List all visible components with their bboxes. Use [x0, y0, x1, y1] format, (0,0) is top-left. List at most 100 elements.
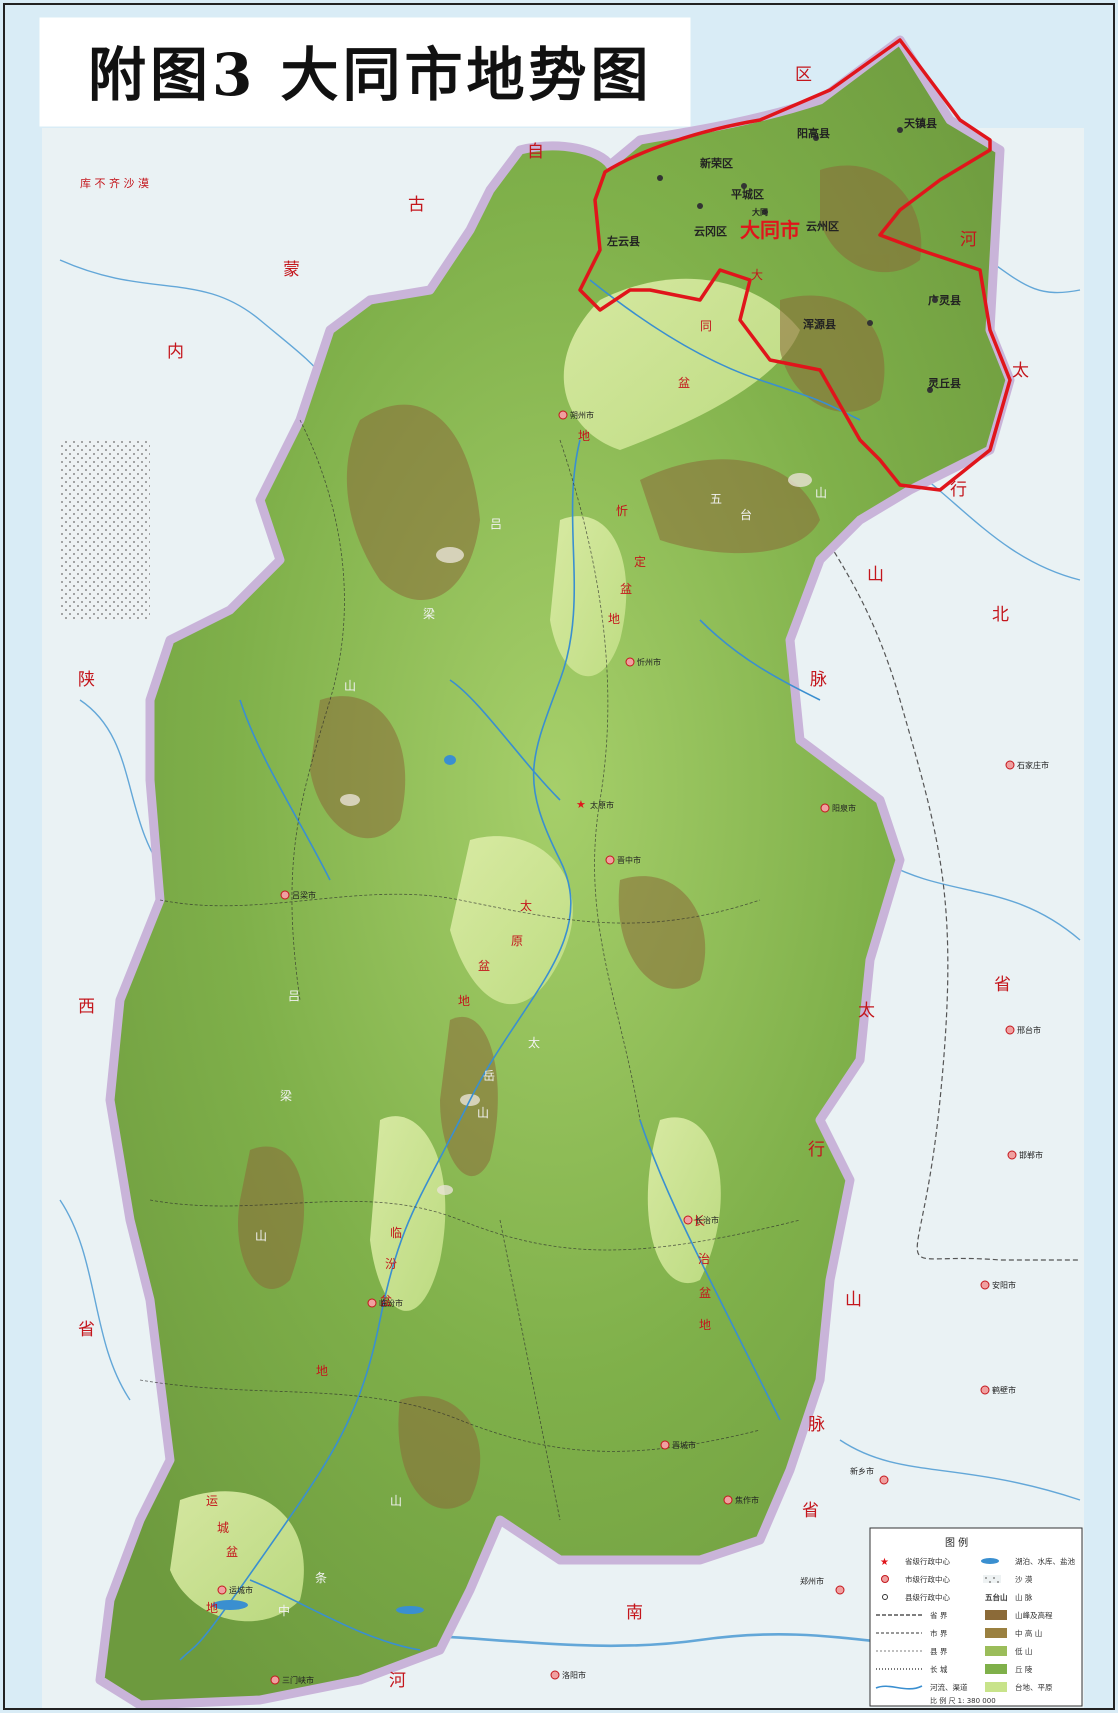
svg-text:阳泉市: 阳泉市	[832, 803, 856, 813]
terrain-label: 太	[528, 1035, 540, 1050]
city-marker[interactable]: 三门峡市	[270, 1675, 314, 1685]
basins	[170, 278, 800, 1622]
county-seat-dots	[657, 127, 938, 393]
city-marker[interactable]: 郑州市	[800, 1576, 845, 1595]
region-label: 北	[992, 605, 1009, 625]
city-marker[interactable]: 石家庄市	[1005, 760, 1049, 770]
svg-text:★: ★	[576, 798, 586, 811]
region-label: 古	[408, 195, 425, 215]
city-marker[interactable]: 忻州市	[625, 657, 661, 667]
terrain-label: 原	[511, 934, 523, 948]
terrain-label: 长	[693, 1214, 705, 1228]
city-marker[interactable]: 鹤壁市	[980, 1385, 1016, 1395]
lakes	[212, 755, 456, 1614]
terrain-label: 山	[344, 679, 356, 693]
legend-left-4: 市 界	[930, 1628, 948, 1638]
city-marker[interactable]: 长治市	[683, 1215, 719, 1225]
county-label: 阳高县	[797, 126, 830, 140]
legend-left-1: 市级行政中心	[905, 1574, 950, 1584]
datong-highlight-border[interactable]	[578, 38, 1012, 492]
terrain-label: 梁	[423, 606, 435, 621]
terrain-label: 吕	[490, 517, 502, 531]
city-marker[interactable]: 邢台市	[1005, 1025, 1041, 1035]
svg-text:邯郸市: 邯郸市	[1019, 1150, 1043, 1160]
svg-text:三门峡市: 三门峡市	[282, 1675, 314, 1685]
city-marker[interactable]: 朔州市	[558, 410, 594, 420]
region-label: 太	[858, 1001, 875, 1021]
terrain-label: 运	[206, 1494, 218, 1508]
terrain-label: 五	[710, 492, 722, 506]
map-title: 附图3 大同市地势图	[88, 41, 653, 109]
city-marker[interactable]: 邯郸市	[1007, 1150, 1043, 1160]
svg-text:晋中市: 晋中市	[617, 855, 641, 865]
region-label: 脉	[808, 1415, 825, 1435]
city-marker[interactable]: 阳泉市	[820, 803, 856, 813]
legend-right-1: 沙 漠	[1015, 1574, 1033, 1584]
terrain-label: 太	[520, 898, 532, 913]
svg-text:吕梁市: 吕梁市	[292, 890, 316, 900]
region-label: 山	[867, 565, 884, 585]
legend-right-6: 丘 陵	[1015, 1665, 1033, 1674]
terrain-label: 山	[477, 1106, 489, 1120]
city-marker[interactable]: 晋中市	[605, 855, 641, 865]
legend-right-2: 山 脉	[1015, 1592, 1033, 1602]
region-label: 西	[78, 997, 95, 1017]
terrain-label: 忻	[616, 504, 628, 518]
city-marker[interactable]: 安阳市	[980, 1280, 1016, 1290]
terrain-label: 大	[751, 268, 763, 282]
county-label: 云州区	[806, 220, 839, 233]
svg-text:长治市: 长治市	[695, 1215, 719, 1225]
svg-text:晋城市: 晋城市	[672, 1440, 696, 1450]
legend-peak-label: 五台山	[985, 1592, 1008, 1602]
svg-text:安阳市: 安阳市	[992, 1280, 1016, 1290]
legend-left-6: 长 城	[930, 1664, 948, 1674]
terrain-label: 地	[608, 612, 620, 626]
county-label: 灵丘县	[928, 377, 961, 390]
region-label: 自	[527, 142, 544, 162]
region-label: 省	[78, 1320, 95, 1340]
legend-symbols: ★	[875, 1557, 1007, 1692]
county-borders	[139, 419, 801, 1521]
region-label: 脉	[810, 670, 827, 690]
terrain-label: 地	[206, 1601, 218, 1615]
city-marker[interactable]: 吕梁市	[280, 890, 316, 900]
terrain-label: 地	[458, 994, 470, 1008]
svg-text:太原市: 太原市	[590, 800, 614, 810]
county-label: 平城区	[731, 187, 764, 201]
terrain-label: 盆	[478, 959, 490, 973]
county-label: 广灵县	[928, 293, 961, 307]
city-marker[interactable]: 焦作市	[723, 1495, 759, 1505]
city-marker[interactable]: 晋城市	[660, 1440, 696, 1450]
city-marker[interactable]: 临汾市	[367, 1298, 403, 1308]
county-label: 天镇县	[904, 116, 937, 130]
shanxi-rivers	[179, 279, 861, 1661]
svg-text:石家庄市: 石家庄市	[1017, 760, 1049, 770]
title-box	[39, 17, 691, 127]
terrain-label: 盆	[226, 1545, 238, 1559]
terrain-label: 盆	[678, 376, 690, 390]
city-marker[interactable]: 新乡市	[850, 1466, 889, 1485]
county-label: 新荣区	[700, 156, 733, 170]
legend-right-3: 山峰及高程	[1015, 1610, 1053, 1620]
region-label: 河	[960, 230, 977, 250]
highlight-city-label[interactable]: 大同市	[740, 218, 800, 242]
region-label: 太	[1012, 361, 1029, 381]
terrain-label: 城	[217, 1521, 229, 1535]
terrain-label: 盆	[380, 1294, 392, 1308]
terrain-label: 岳	[483, 1069, 495, 1083]
city-marker[interactable]: 运城市	[217, 1585, 253, 1595]
city-marker[interactable]: 洛阳市	[550, 1670, 586, 1680]
city-marker[interactable]: ★ 太原市	[576, 798, 614, 811]
region-label: 南	[626, 1603, 643, 1623]
svg-text:★: ★	[880, 1557, 889, 1568]
legend-left-3: 省 界	[930, 1610, 948, 1620]
svg-text:郑州市: 郑州市	[800, 1576, 824, 1586]
terrain-label: 盆	[699, 1286, 711, 1300]
county-label: 浑源县	[803, 317, 836, 331]
terrain-label: 地	[699, 1318, 711, 1332]
legend-right-4: 中 高 山	[1015, 1628, 1042, 1638]
svg-text:忻州市: 忻州市	[637, 657, 661, 667]
sand-desert	[60, 440, 150, 620]
region-label: 区	[795, 65, 812, 85]
